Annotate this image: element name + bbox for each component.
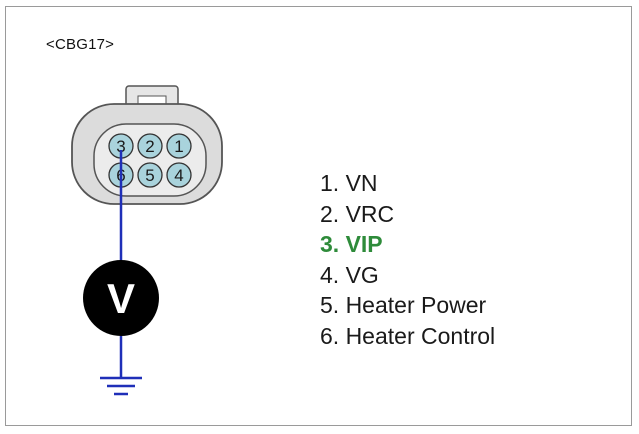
pin-5: 5: [137, 162, 163, 188]
ground-icon: [100, 376, 142, 396]
diagram-frame: [5, 6, 632, 426]
pin-list-item: 5. Heater Power: [320, 292, 487, 318]
connector-id-label: <CBG17>: [46, 36, 115, 53]
svg-text:5: 5: [145, 166, 154, 185]
voltmeter-icon: V: [83, 260, 159, 336]
pin-list-item: 1. VN: [320, 170, 378, 196]
pin-list-item: 6. Heater Control: [320, 322, 496, 349]
pin-function-list: 1. VN 2. VRC 3. VIP 4. VG 5. Heater Powe…: [320, 168, 495, 351]
svg-text:4: 4: [174, 166, 183, 185]
pin-list-item-active: 3. VIP: [320, 231, 383, 257]
pin-list-item: 4. VG: [320, 261, 379, 288]
svg-text:3: 3: [116, 137, 125, 156]
pin-1: 1: [166, 133, 192, 159]
pin-list-item: 2. VRC: [320, 200, 395, 227]
svg-text:2: 2: [145, 137, 154, 156]
svg-text:1: 1: [174, 137, 183, 156]
pin-4: 4: [166, 162, 192, 188]
pin-2: 2: [137, 133, 163, 159]
svg-text:V: V: [107, 275, 135, 322]
